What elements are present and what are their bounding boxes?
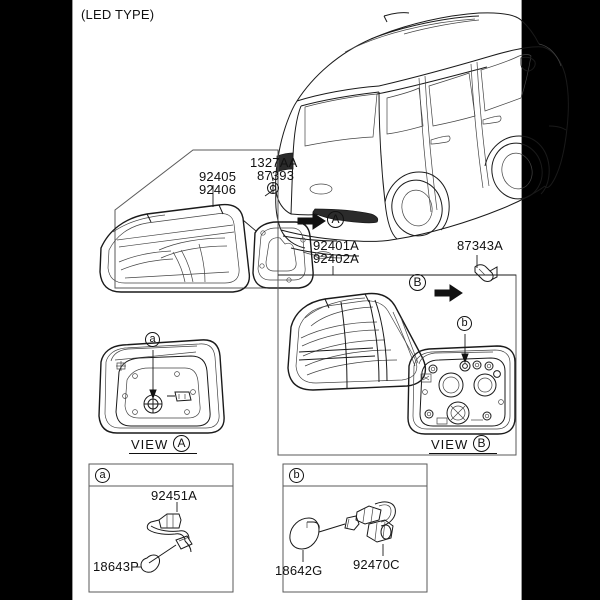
label-1327AA: 1327AA [250, 155, 298, 170]
view-a-underline [129, 453, 197, 454]
arrow-b-letter: B [409, 274, 426, 291]
suv-body [275, 12, 569, 259]
socket-92470c [289, 501, 396, 562]
detail-a-tag: a [95, 468, 110, 483]
label-92406: 92406 [199, 182, 237, 197]
detail-box-b [282, 463, 428, 593]
view-a-panel [98, 339, 225, 434]
arrow-b-glyph [434, 284, 463, 302]
socket-92451a [133, 502, 193, 573]
view-b-underline [429, 453, 497, 454]
detail-b-contents [289, 501, 396, 562]
label-18643P: 18643P [93, 559, 140, 574]
outer-tail-lamp-lens [287, 292, 426, 391]
label-92451A: 92451A [151, 488, 198, 503]
label-92405: 92405 [199, 169, 237, 184]
diagram-sheet: (LED TYPE) [72, 0, 569, 600]
outer-lamp-section [277, 255, 517, 456]
view-b-letter: B [473, 435, 490, 452]
label-87393: 87393 [257, 168, 295, 183]
label-92401A: 92401A [313, 238, 360, 253]
label-92470C: 92470C [353, 557, 400, 572]
inner-tail-lamp-lens [99, 203, 251, 293]
vehicle-illustration [275, 12, 569, 259]
screw-symbol-1327aa [267, 171, 279, 194]
diagram-title: (LED TYPE) [81, 7, 155, 22]
label-87343A: 87343A [457, 238, 504, 253]
socket-ref-a: a [145, 332, 160, 347]
label-18642G: 18642G [275, 563, 323, 578]
detail-b-tag: b [289, 468, 304, 483]
arrow-a-glyph [297, 212, 326, 230]
view-a-letter: A [173, 435, 190, 452]
lamp-gasket [242, 219, 314, 289]
socket-ref-b: b [457, 316, 472, 331]
detail-box-a [88, 463, 234, 593]
label-92402A: 92402A [313, 251, 360, 266]
detail-a-contents [133, 502, 193, 573]
view-b-panel [407, 334, 516, 435]
outer-lamp-rear-housing [407, 334, 516, 435]
view-a-label: VIEW [131, 437, 169, 452]
inner-lamp-section [99, 149, 326, 293]
view-b-label: VIEW [431, 437, 469, 452]
inner-lamp-rear-housing [98, 339, 225, 434]
clip-symbol-87343a [474, 264, 498, 282]
arrow-a-letter: A [327, 211, 344, 228]
